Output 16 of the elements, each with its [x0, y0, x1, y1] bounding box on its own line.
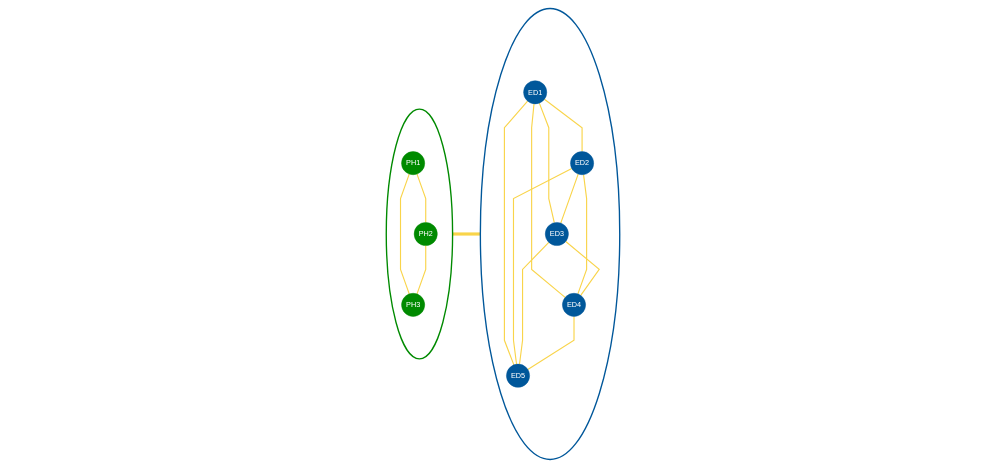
- cluster: [479, 7, 621, 461]
- connector: [538, 102, 555, 224]
- connector: [531, 103, 566, 298]
- connector: [416, 173, 427, 223]
- connector: [503, 100, 529, 366]
- connector: [399, 173, 410, 295]
- connector: [512, 167, 573, 365]
- connector: [577, 174, 588, 295]
- connector: [518, 241, 550, 365]
- connector: [416, 245, 427, 295]
- connector: [560, 173, 579, 224]
- connector: [543, 98, 583, 153]
- cluster: [385, 108, 454, 360]
- connector: [452, 232, 481, 236]
- connector: [565, 240, 600, 296]
- connector: [527, 315, 575, 371]
